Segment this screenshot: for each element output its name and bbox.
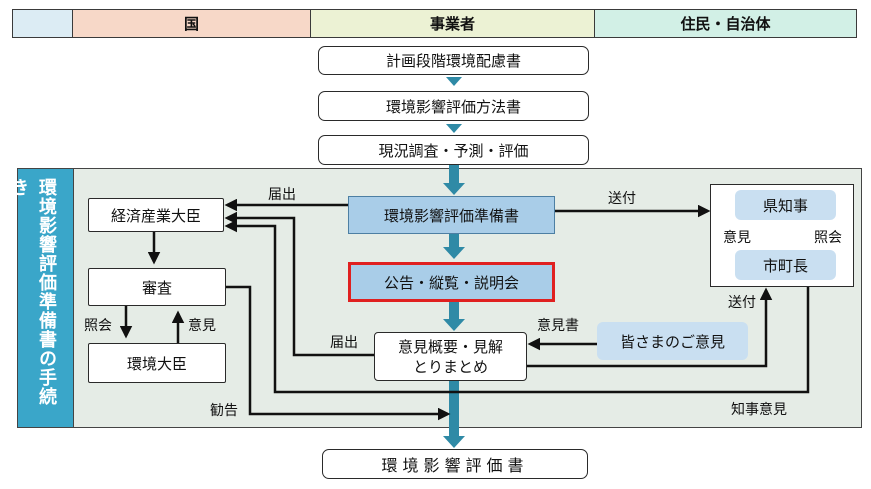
label-advice: 勧告 xyxy=(210,403,238,419)
review-box: 審査 xyxy=(88,268,226,306)
summary-line-2: とりまとめ xyxy=(412,357,488,376)
label-opinion-right: 意見 xyxy=(188,318,216,334)
label-opinion-left: 意見 xyxy=(723,230,751,246)
header-government: 国 xyxy=(72,9,311,38)
label-notify-mid: 届出 xyxy=(330,335,358,351)
procedure-side-bar xyxy=(17,168,74,428)
label-notify-top: 届出 xyxy=(268,187,296,203)
minister-meti-box: 経済産業大臣 xyxy=(88,198,224,232)
flow-step-method: 環境影響評価方法書 xyxy=(318,91,589,121)
flow-step-preparation: 環境影響評価準備書 xyxy=(348,196,555,234)
flow-arrow xyxy=(443,77,465,448)
flow-step-summary: 意見概要・見解 とりまとめ xyxy=(374,332,527,381)
header-residents: 住民・自治体 xyxy=(594,9,857,38)
label-inquiry-right: 照会 xyxy=(814,230,842,246)
label-opinion-doc: 意見書 xyxy=(537,318,579,334)
summary-line-1: 意見概要・見解 xyxy=(397,337,503,356)
label-inquiry-left: 照会 xyxy=(84,318,112,334)
label-send-mid: 送付 xyxy=(728,295,756,311)
flow-step-public-notice: 公告・縦覧・説明会 xyxy=(348,262,555,302)
public-opinion-box: 皆さまのご意見 xyxy=(597,322,748,360)
governor-box: 県知事 xyxy=(735,190,836,220)
minister-env-box: 環境大臣 xyxy=(88,343,226,383)
flow-step-consideration: 計画段階環境配慮書 xyxy=(318,46,589,75)
label-send-top: 送付 xyxy=(608,191,636,207)
header-corner xyxy=(12,9,73,38)
procedure-side-label: 環境影響評価準備書の手続き xyxy=(8,178,57,406)
flow-step-survey: 現況調査・予測・評価 xyxy=(318,135,589,165)
label-governor-opinion: 知事意見 xyxy=(731,402,787,418)
mayor-box: 市町長 xyxy=(735,250,836,280)
flow-final-statement: 環境影響評価書 xyxy=(322,449,588,479)
